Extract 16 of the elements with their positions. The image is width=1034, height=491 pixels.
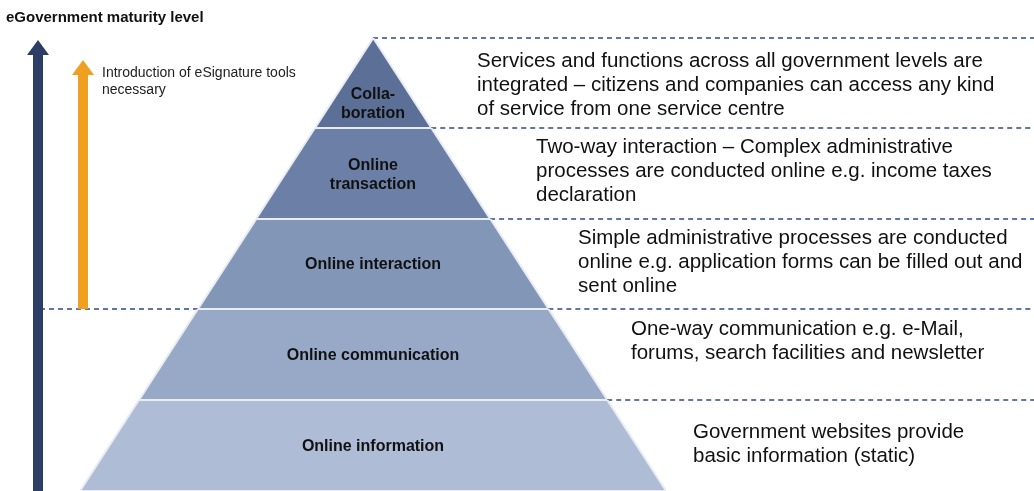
level-description: One-way communication e.g. e-Mail, forums, search facilities and newsletter	[631, 316, 986, 364]
level-description: Services and functions across all government levels are integrated – citizens and companies can access any kind of service from one service centre	[477, 48, 996, 120]
pyramid-level	[197, 219, 549, 309]
note-text: Introduction of eSignature tools necessary	[102, 64, 297, 98]
level-description: Government websites provide basic information (static)	[693, 419, 966, 467]
title: eGovernment maturity level	[6, 8, 204, 25]
level-label: Online interaction	[303, 254, 442, 273]
pyramid-level	[255, 128, 491, 219]
level-description: Two-way interaction – Complex administrative processes are conducted online e.g. income taxes declaration	[536, 134, 993, 206]
pyramid-level	[138, 309, 608, 400]
level-label: Online transaction	[328, 154, 418, 193]
pyramid-level	[79, 400, 667, 491]
level-label: Online information	[300, 435, 446, 455]
level-label: Colla-boration	[340, 84, 406, 122]
level-description: Simple administrative processes are conducted online e.g. application forms can be filled out and sent online	[578, 225, 1024, 297]
level-label: Online communication	[285, 344, 461, 364]
